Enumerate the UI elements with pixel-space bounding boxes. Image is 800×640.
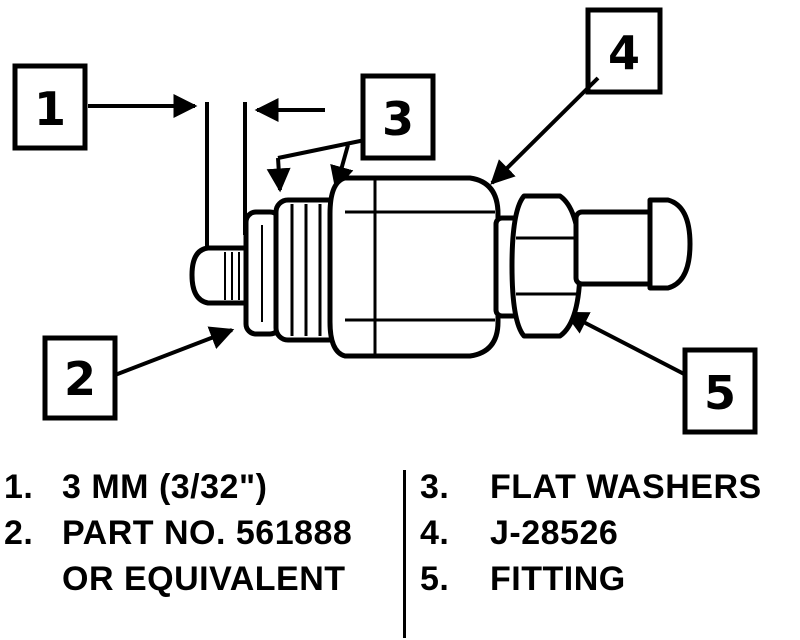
legend-item-3-number: 3. [420,468,450,506]
legend-divider [403,470,406,638]
legend-item-4: 4. J-28526 [420,514,800,560]
hex-tool-body [327,175,501,359]
leader-lines [114,76,687,377]
callout-4-label: 4 [608,26,640,80]
callout-4: 4 [585,7,663,95]
legend-item-2-continued-text: OR EQUIVALENT [62,560,346,598]
callout-5-label: 5 [704,366,736,420]
callout-1-label: 1 [34,82,66,136]
callout-3-label: 3 [382,92,414,146]
callout-3: 3 [360,73,436,161]
threaded-stud [189,245,255,306]
legend-item-5-text: FITTING [490,560,626,598]
gap-measurement [88,94,325,250]
fitting-nut [509,193,583,339]
fitting-tube [573,197,693,291]
legend-item-2-number: 2. [4,514,34,552]
legend-item-2-continued: OR EQUIVALENT [4,560,394,606]
legend-item-2-text: PART NO. 561888 [62,514,353,552]
callout-2-label: 2 [64,352,96,406]
legend-item-5: 5. FITTING [420,560,800,606]
legend-item-1-text: 3 MM (3/32") [62,468,268,506]
legend-item-1: 1. 3 MM (3/32") [4,468,394,514]
legend-right-column: 3. FLAT WASHERS 4. J-28526 5. FITTING [420,468,800,606]
legend-item-4-text: J-28526 [490,514,619,552]
fitting-diagram: 1 3 4 2 5 [12,7,758,435]
callout-1: 1 [12,63,88,151]
callout-5: 5 [682,347,758,435]
legend: 1. 3 MM (3/32") 2. PART NO. 561888 OR EQ… [0,468,800,640]
legend-left-column: 1. 3 MM (3/32") 2. PART NO. 561888 OR EQ… [4,468,394,606]
legend-item-3: 3. FLAT WASHERS [420,468,800,514]
legend-item-4-number: 4. [420,514,450,552]
legend-item-3-text: FLAT WASHERS [490,468,762,506]
legend-item-1-number: 1. [4,468,34,506]
fitting-assembly [189,175,693,359]
callout-2: 2 [42,335,118,421]
legend-item-2: 2. PART NO. 561888 [4,514,394,560]
legend-item-5-number: 5. [420,560,450,598]
